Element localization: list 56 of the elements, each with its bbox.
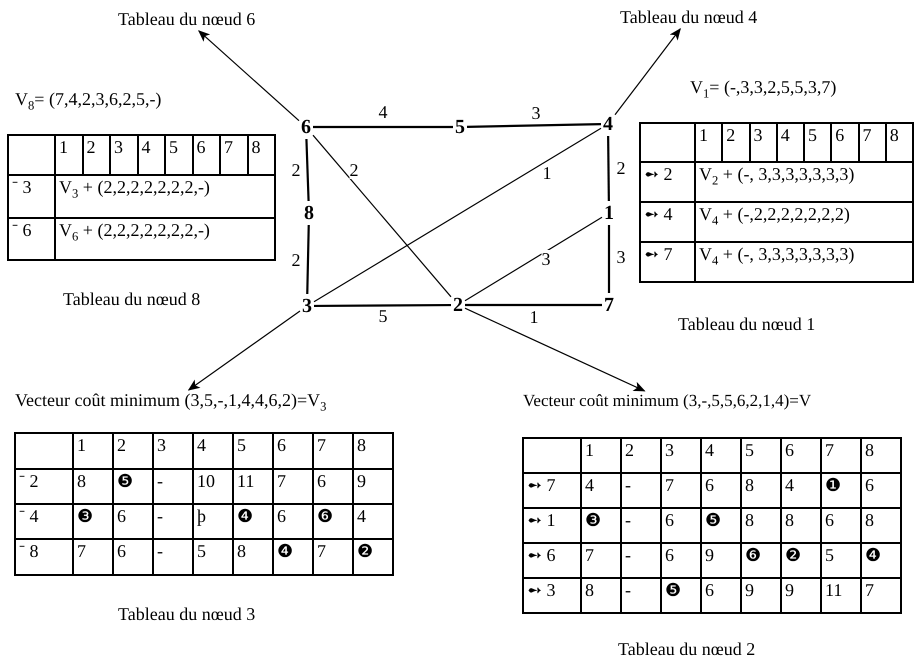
- table-title: Tableau du nœud 8: [63, 290, 200, 310]
- vector-text: V$_{1}$= (-,3,3,2,5,5,3,7): [690, 78, 836, 102]
- arrow: [198, 30, 300, 122]
- edge-label: 3: [616, 248, 626, 266]
- table-cell: ❷: [352, 538, 394, 576]
- vector-text: Vecteur coût minimum (3,5,-,1,4,4,6,2)=V$_{3}$: [15, 391, 326, 414]
- table-cell: ⁻ 8: [14, 538, 74, 576]
- edge-label: 2: [350, 161, 358, 179]
- edge-label: 4: [378, 103, 388, 121]
- table-cell: 8: [246, 134, 276, 176]
- link-line: [305, 138, 310, 202]
- link-line: [306, 224, 310, 294]
- link-line: [608, 225, 610, 293]
- link-line: [312, 134, 452, 298]
- edge-label: 1: [542, 164, 552, 182]
- link-line: [466, 123, 602, 128]
- table-cell: 8: [860, 437, 902, 474]
- arrow: [464, 308, 646, 392]
- table-cell: V$_{4}$ + (-, 3,3,3,3,3,3,3): [694, 241, 914, 283]
- link-line: [313, 126, 453, 128]
- node-number: 8: [303, 202, 315, 224]
- vector-text: V$_{8}$= (7,4,2,3,6,2,5,-): [15, 90, 162, 114]
- table-title: Tableau du nœud 2: [618, 640, 756, 660]
- table-cell: 8: [352, 432, 394, 470]
- arrow: [614, 28, 681, 116]
- edge-label: 3: [542, 250, 550, 268]
- node-number: 7: [603, 294, 615, 316]
- edge-label: 1: [530, 308, 538, 326]
- edge-label: 2: [292, 161, 300, 179]
- vector-text: Vecteur coût minimum (3,-,5,5,6,2,1,4)=V: [523, 392, 812, 411]
- node-number: 3: [301, 295, 313, 317]
- node-number: 2: [452, 294, 464, 316]
- node-number: 5: [454, 116, 466, 138]
- link-line: [314, 304, 451, 308]
- table-cell: ➻ 7: [639, 241, 696, 283]
- caption-text: Tableau du nœud 4: [620, 8, 758, 28]
- arrow: [188, 310, 300, 391]
- node-number: 1: [603, 202, 615, 224]
- node-number: 6: [300, 116, 312, 138]
- caption-text: Tableau du nœud 6: [118, 10, 256, 30]
- table-cell: 8: [884, 122, 914, 163]
- edge-label: 2: [292, 251, 300, 269]
- edge-label: 3: [532, 104, 540, 122]
- link-line: [314, 128, 602, 302]
- table-cell: ➻ 3: [522, 577, 582, 614]
- node-number: 4: [602, 113, 614, 135]
- table-title: Tableau du nœud 3: [118, 605, 256, 625]
- edge-label: 5: [378, 307, 388, 325]
- link-line: [465, 304, 602, 306]
- link-line: [607, 136, 610, 202]
- table-cell: 7: [860, 577, 902, 614]
- table-cell: ⁻ 6: [7, 217, 56, 261]
- edge-label: 2: [616, 159, 626, 177]
- link-line: [464, 216, 602, 302]
- table-cell: V$_{6}$ + (2,2,2,2,2,2,2,-): [54, 217, 276, 261]
- table-title: Tableau du nœud 1: [678, 315, 816, 335]
